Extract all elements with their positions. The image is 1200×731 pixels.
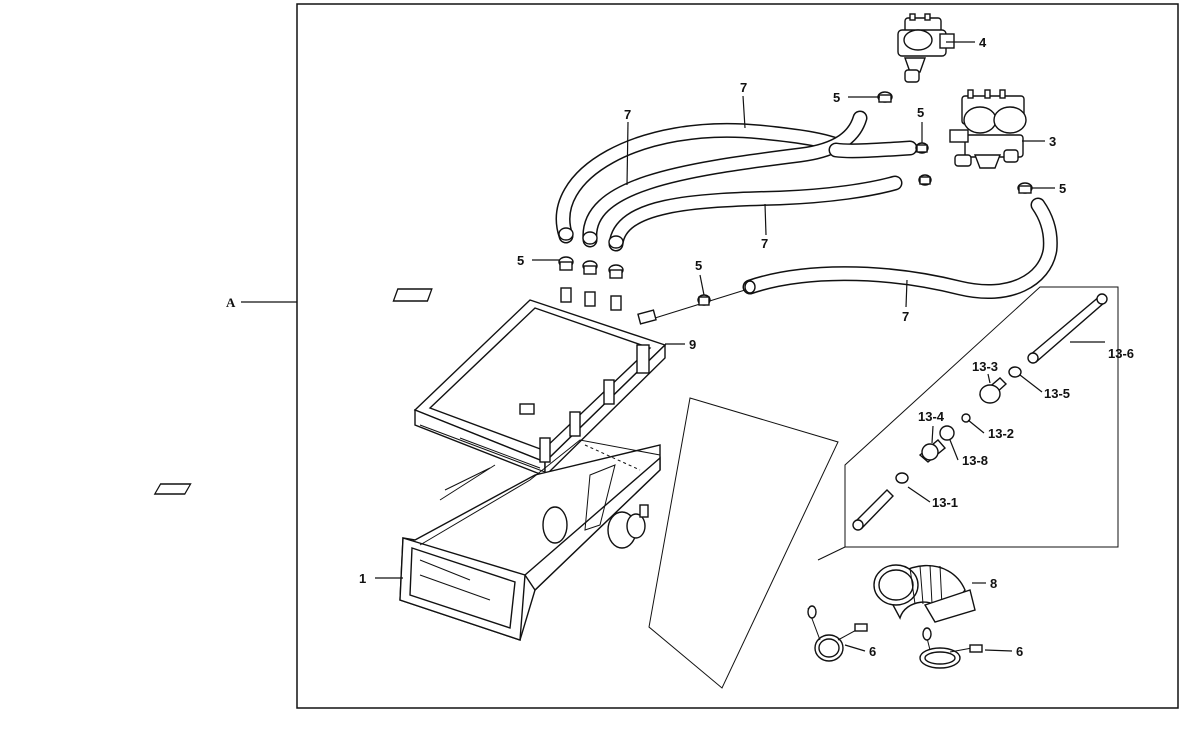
callout-7: 7	[902, 309, 909, 324]
nozzles	[560, 287, 657, 325]
callout-13-2: 13-2	[988, 426, 1014, 441]
spring-clamp	[919, 627, 983, 669]
water-valve-single	[897, 13, 955, 83]
hose-set	[555, 110, 1058, 299]
water-valve-double	[949, 89, 1027, 169]
callout-9: 9	[689, 337, 696, 352]
diagram-frame	[296, 3, 1179, 709]
box-housing	[392, 288, 667, 478]
spring-clamp	[807, 605, 868, 662]
callout-3: 3	[1049, 134, 1056, 149]
clamp	[1017, 182, 1033, 194]
callout-13-8: 13-8	[962, 453, 988, 468]
clamp	[877, 91, 893, 103]
clamp	[915, 142, 929, 154]
leader-lines	[375, 41, 1105, 652]
clamp	[918, 174, 932, 186]
callout-8: 8	[990, 576, 997, 591]
clamp	[608, 264, 624, 279]
callout-7: 7	[740, 80, 747, 95]
clamp	[558, 256, 574, 271]
callout-13-6: 13-6	[1108, 346, 1134, 361]
callout-1: 1	[359, 571, 366, 586]
callout-13-1: 13-1	[932, 495, 958, 510]
clamp	[697, 294, 711, 306]
callout-13-5: 13-5	[1044, 386, 1070, 401]
bellows-hose	[873, 564, 976, 623]
callout-7: 7	[761, 236, 768, 251]
group-label: A	[226, 295, 236, 310]
callout-6: 6	[869, 644, 876, 659]
clamp	[582, 260, 598, 275]
callout-13-4: 13-4	[918, 409, 945, 424]
callout-7: 7	[624, 107, 631, 122]
callout-5: 5	[833, 90, 840, 105]
callout-6: 6	[1016, 644, 1023, 659]
callout-5: 5	[1059, 181, 1066, 196]
hose-kit-box	[817, 286, 1119, 561]
exploded-outline	[648, 397, 839, 689]
callout-5: 5	[695, 258, 702, 273]
callout-5: 5	[517, 253, 524, 268]
drawer	[153, 439, 661, 641]
callouts: 1 9 4 3 5 5 5 5 5 7 7 7 7 8 6 6 13-1 13-…	[359, 35, 1134, 659]
callout-4: 4	[979, 35, 987, 50]
callout-5: 5	[917, 105, 924, 120]
callout-13-3: 13-3	[972, 359, 998, 374]
clamp-group	[558, 91, 1033, 306]
